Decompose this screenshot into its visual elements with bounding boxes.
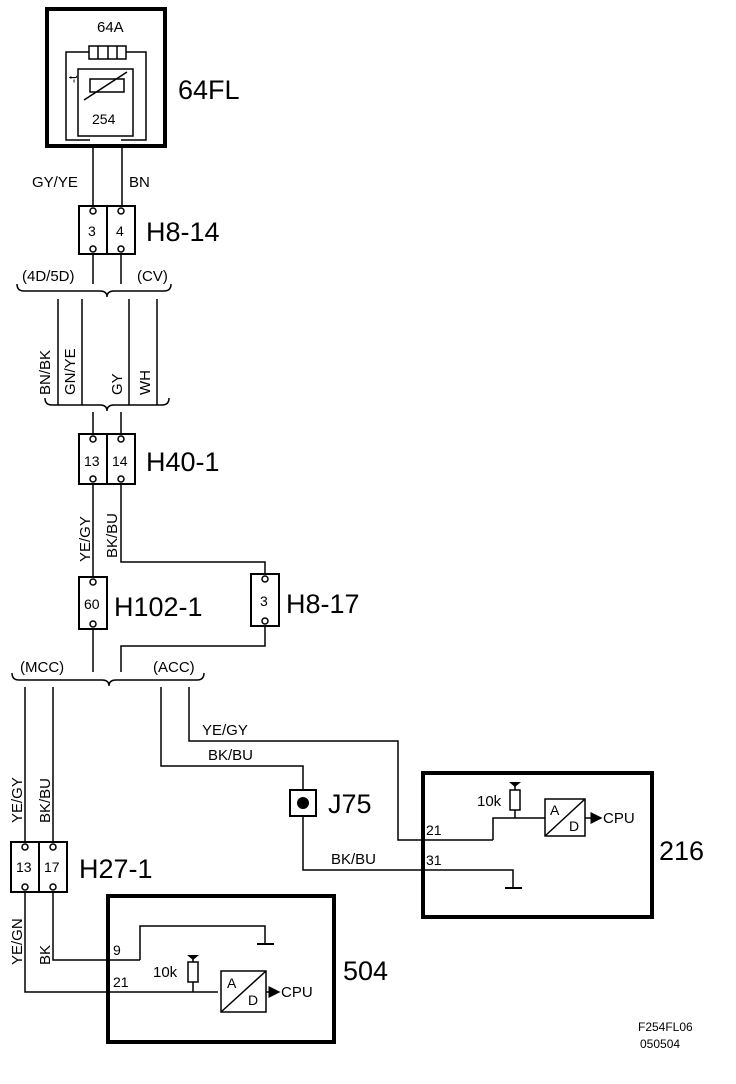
h8-17-label: H8-17 [286, 589, 360, 619]
wire-label-gy: GY [109, 373, 126, 395]
wire-label-bk-bu-upper: BK/BU [104, 513, 121, 558]
variant-mcc: (MCC) [20, 659, 64, 676]
j75-label: J75 [328, 789, 372, 819]
h8-14-pin-a: 3 [88, 223, 96, 239]
connector-h102-1: 60 H102-1 [78, 576, 203, 630]
module-504-id: 504 [343, 956, 388, 986]
variant-brace-top [16, 283, 172, 298]
splice-j75: J75 [289, 789, 372, 819]
module-504-resistor: 10k [153, 964, 178, 981]
wire-label-bk: BK [37, 945, 54, 965]
fuse-inner-number: 254 [92, 111, 116, 127]
h40-1-label: H40-1 [146, 447, 220, 477]
wire-label-gy-ye: GY/YE [32, 174, 78, 191]
wire-label-bn: BN [129, 174, 150, 191]
module-216: 21 31 10k A D CPU 216 [420, 771, 704, 919]
fuse-64fl: 64A -t 254 64FL [45, 7, 240, 148]
h40-1-pin-b: 14 [112, 453, 128, 469]
h102-1-label: H102-1 [114, 592, 203, 622]
module-216-adc-a: A [550, 802, 560, 818]
variant-brace-mid [44, 397, 170, 412]
module-216-adc-d: D [569, 818, 579, 834]
module-216-pin-21: 21 [426, 822, 442, 838]
h8-17-pin: 3 [260, 593, 268, 609]
connector-h27-1: 13 17 H27-1 [10, 841, 153, 893]
wire-label-bk-bu-acc: BK/BU [208, 747, 253, 764]
wire-label-ye-gy-acc: YE/GY [202, 722, 248, 739]
module-504-adc-a: A [227, 975, 237, 991]
module-216-cpu: CPU [603, 810, 635, 827]
wire-label-ye-gy-lower: YE/GY [9, 777, 26, 823]
fuse-id-label: 64FL [178, 75, 240, 105]
variant-cv: (CV) [137, 268, 168, 285]
h8-14-pin-b: 4 [116, 223, 124, 239]
thermal-symbol: -t [66, 75, 80, 83]
wire-label-wh: WH [137, 370, 154, 395]
variant-4d5d: (4D/5D) [22, 268, 75, 285]
drawing-code: F254FL06 [638, 1020, 693, 1034]
module-216-resistor: 10k [477, 793, 502, 810]
wire-label-gn-ye: GN/YE [62, 348, 79, 395]
resistor-icon [509, 789, 521, 811]
module-504-pin-21: 21 [113, 974, 129, 990]
module-504-adc-d: D [248, 992, 258, 1008]
h27-1-pin-a: 13 [16, 859, 32, 875]
wire-label-ye-gy-upper: YE/GY [77, 516, 94, 562]
h40-1-pin-a: 13 [84, 453, 100, 469]
wire-label-bk-bu-lower: BK/BU [37, 778, 54, 823]
fuse-box-frame [45, 7, 167, 148]
variant-acc: (ACC) [153, 659, 195, 676]
module-504-cpu: CPU [281, 984, 313, 1001]
wire-label-bk-bu-j75: BK/BU [331, 851, 376, 868]
wire-label-ye-gn: YE/GN [9, 918, 26, 965]
drawing-date: 050504 [640, 1037, 680, 1051]
connector-h40-1: 13 14 H40-1 [78, 433, 220, 485]
thermistor-frame [77, 68, 134, 137]
resistor-icon [187, 961, 199, 983]
connector-h8-17: 3 H8-17 [250, 573, 360, 627]
connector-h8-14: 3 4 H8-14 [78, 205, 220, 255]
module-216-id: 216 [659, 836, 704, 866]
module-504: 9 21 10k A D CPU 504 [106, 894, 388, 1044]
fuse-rating: 64A [97, 19, 124, 36]
h27-1-label: H27-1 [79, 854, 153, 884]
module-216-pin-31: 31 [426, 852, 442, 868]
h27-1-pin-b: 17 [44, 859, 60, 875]
module-504-pin-9: 9 [113, 942, 121, 958]
h102-1-pin: 60 [84, 596, 100, 612]
h8-14-label: H8-14 [146, 217, 220, 247]
wire-label-bn-bk: BN/BK [37, 350, 54, 395]
variant-brace-lower [11, 672, 205, 687]
